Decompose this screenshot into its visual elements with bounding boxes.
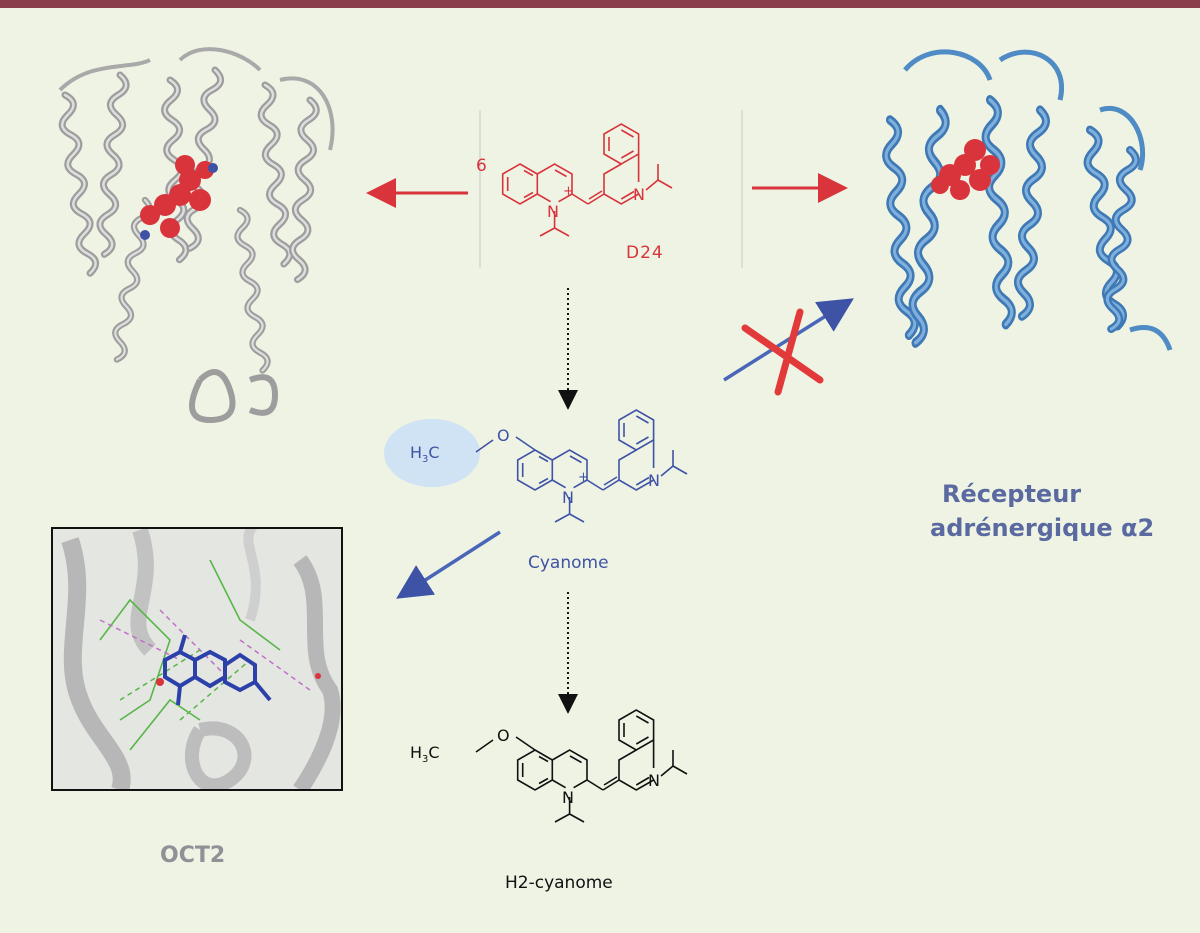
cyanome-h-label: H3C [410, 443, 440, 466]
methoxy-highlight [384, 419, 480, 487]
d24-position-label: 6 [476, 156, 487, 176]
receptor-structure [883, 49, 1173, 351]
h2cyanome-name-label: H2-cyanome [505, 873, 613, 893]
h2cyanome-n2-label: N [648, 771, 660, 790]
top-bar [0, 0, 1200, 8]
d24-molecule [501, 123, 673, 237]
d24-plus-label: + [563, 184, 574, 199]
receptor-label-line1: Récepteur [942, 480, 1082, 508]
h2cyanome-o-label: O [497, 726, 510, 745]
cyanome-molecule [384, 409, 688, 523]
oct2-label: OCT2 [160, 843, 226, 868]
d24-n-label: N [547, 202, 559, 221]
arrow-cyanome-to-receptor [723, 298, 854, 382]
docking-inset [51, 527, 343, 791]
cyanome-plus-label: + [578, 470, 589, 485]
d24-n2-label: N [633, 185, 645, 204]
cyanome-n-label: N [562, 488, 574, 507]
cyanome-o-label: O [497, 426, 510, 445]
h2cyanome-molecule [475, 709, 688, 823]
h2cyanome-n-label: N [562, 788, 574, 807]
red-x-icon [741, 308, 824, 396]
d24-name-label: D24 [626, 243, 664, 263]
arrow-cyanome-to-oct2 [396, 530, 501, 599]
oct2-structure [58, 47, 335, 424]
docked-cyanome [163, 634, 272, 706]
ligand-spheres-red [140, 155, 218, 240]
receptor-label-line2: adrénergique α2 [930, 514, 1155, 542]
d24-box [479, 110, 743, 268]
cyanome-n2-label: N [648, 471, 660, 490]
h2cyanome-h-label: H3C [410, 743, 440, 766]
cyanome-name-label: Cyanome [528, 553, 609, 573]
ligand-spheres-red [931, 139, 1000, 200]
